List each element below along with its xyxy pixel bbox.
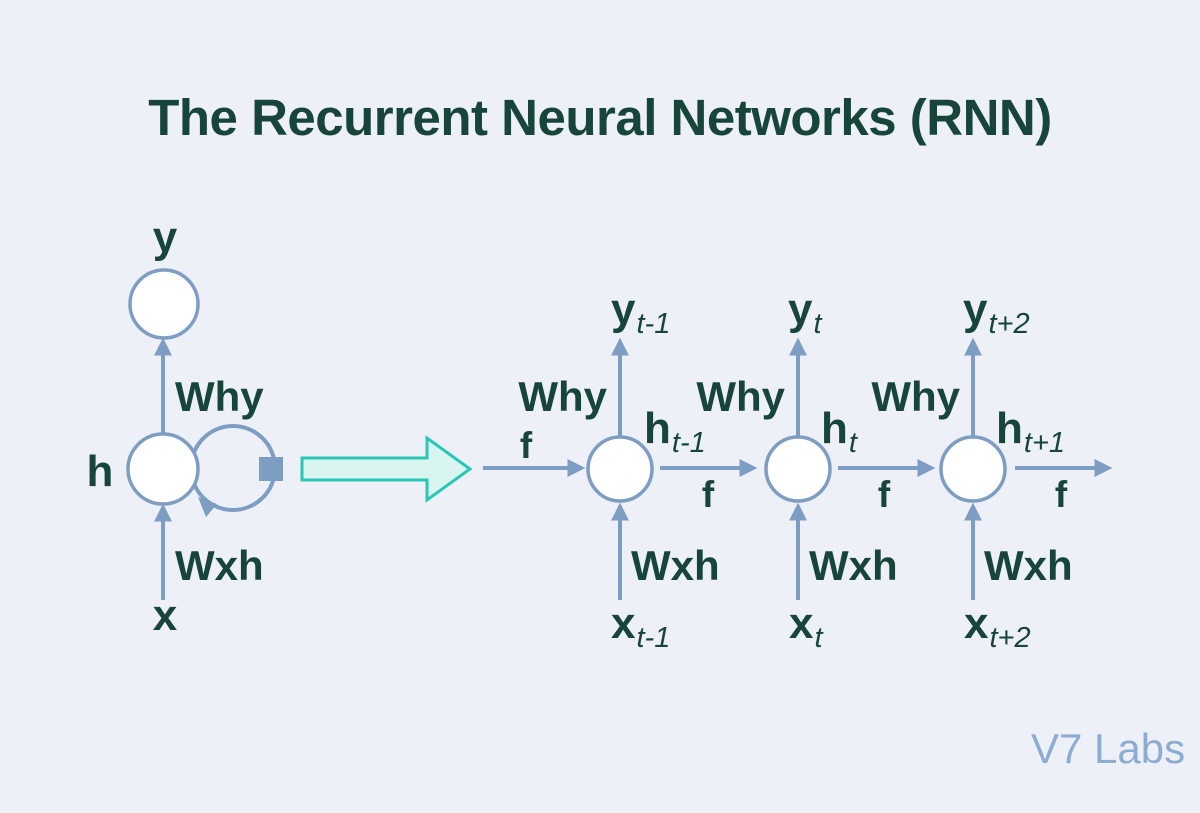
delay-square-icon <box>259 457 283 481</box>
node-h-t <box>764 435 832 503</box>
node-y-output <box>128 268 200 340</box>
node-h-t-plus-1 <box>939 435 1007 503</box>
page-title: The Recurrent Neural Networks (RNN) <box>148 89 1052 146</box>
node-h-state <box>126 432 200 506</box>
node-h-t-1 <box>586 435 654 503</box>
unroll-arrow-icon <box>300 435 473 503</box>
watermark-v7labs: V7 Labs <box>1031 725 1186 772</box>
self-loop-arrowhead-icon <box>198 497 217 517</box>
